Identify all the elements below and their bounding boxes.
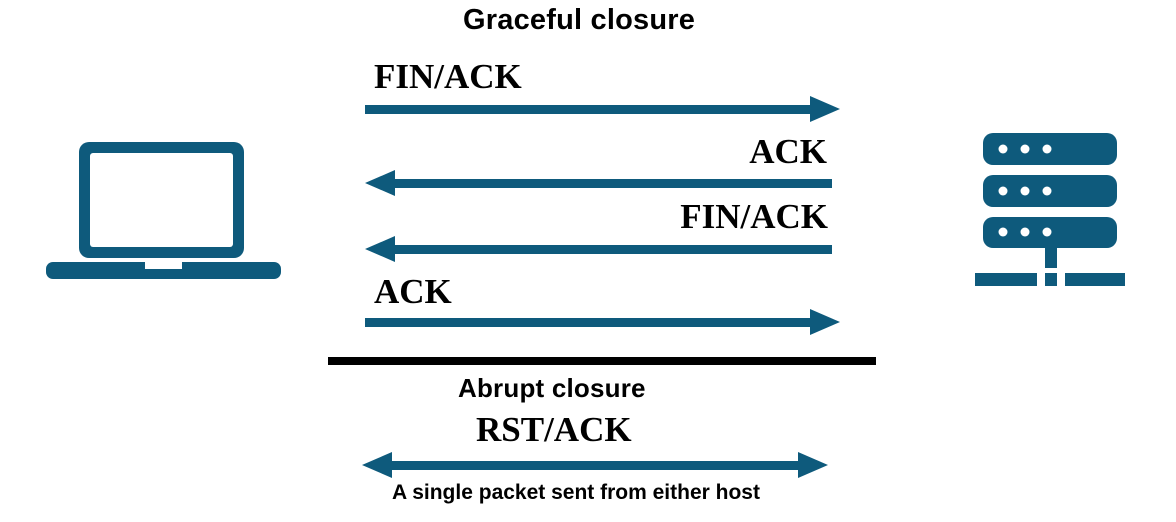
fin-ack-label-1: FIN/ACK bbox=[374, 57, 522, 96]
ack-label-2: ACK bbox=[374, 272, 452, 311]
abrupt-section-title: Abrupt closure bbox=[458, 373, 646, 403]
fin-ack-arrow-left bbox=[365, 236, 832, 262]
server-icon bbox=[975, 133, 1125, 286]
rst-ack-label: RST/ACK bbox=[476, 410, 632, 449]
fin-ack-arrow-right bbox=[365, 96, 840, 122]
rst-ack-arrow-both bbox=[362, 452, 828, 478]
abrupt-caption: A single packet sent from either host bbox=[392, 481, 760, 504]
section-divider bbox=[328, 357, 876, 365]
graceful-section-title: Graceful closure bbox=[463, 4, 696, 36]
ack-arrow-right bbox=[365, 309, 840, 335]
ack-label-1: ACK bbox=[749, 132, 827, 171]
ack-arrow-left bbox=[365, 170, 832, 196]
fin-ack-label-2: FIN/ACK bbox=[680, 197, 828, 236]
laptop-icon bbox=[46, 142, 281, 279]
